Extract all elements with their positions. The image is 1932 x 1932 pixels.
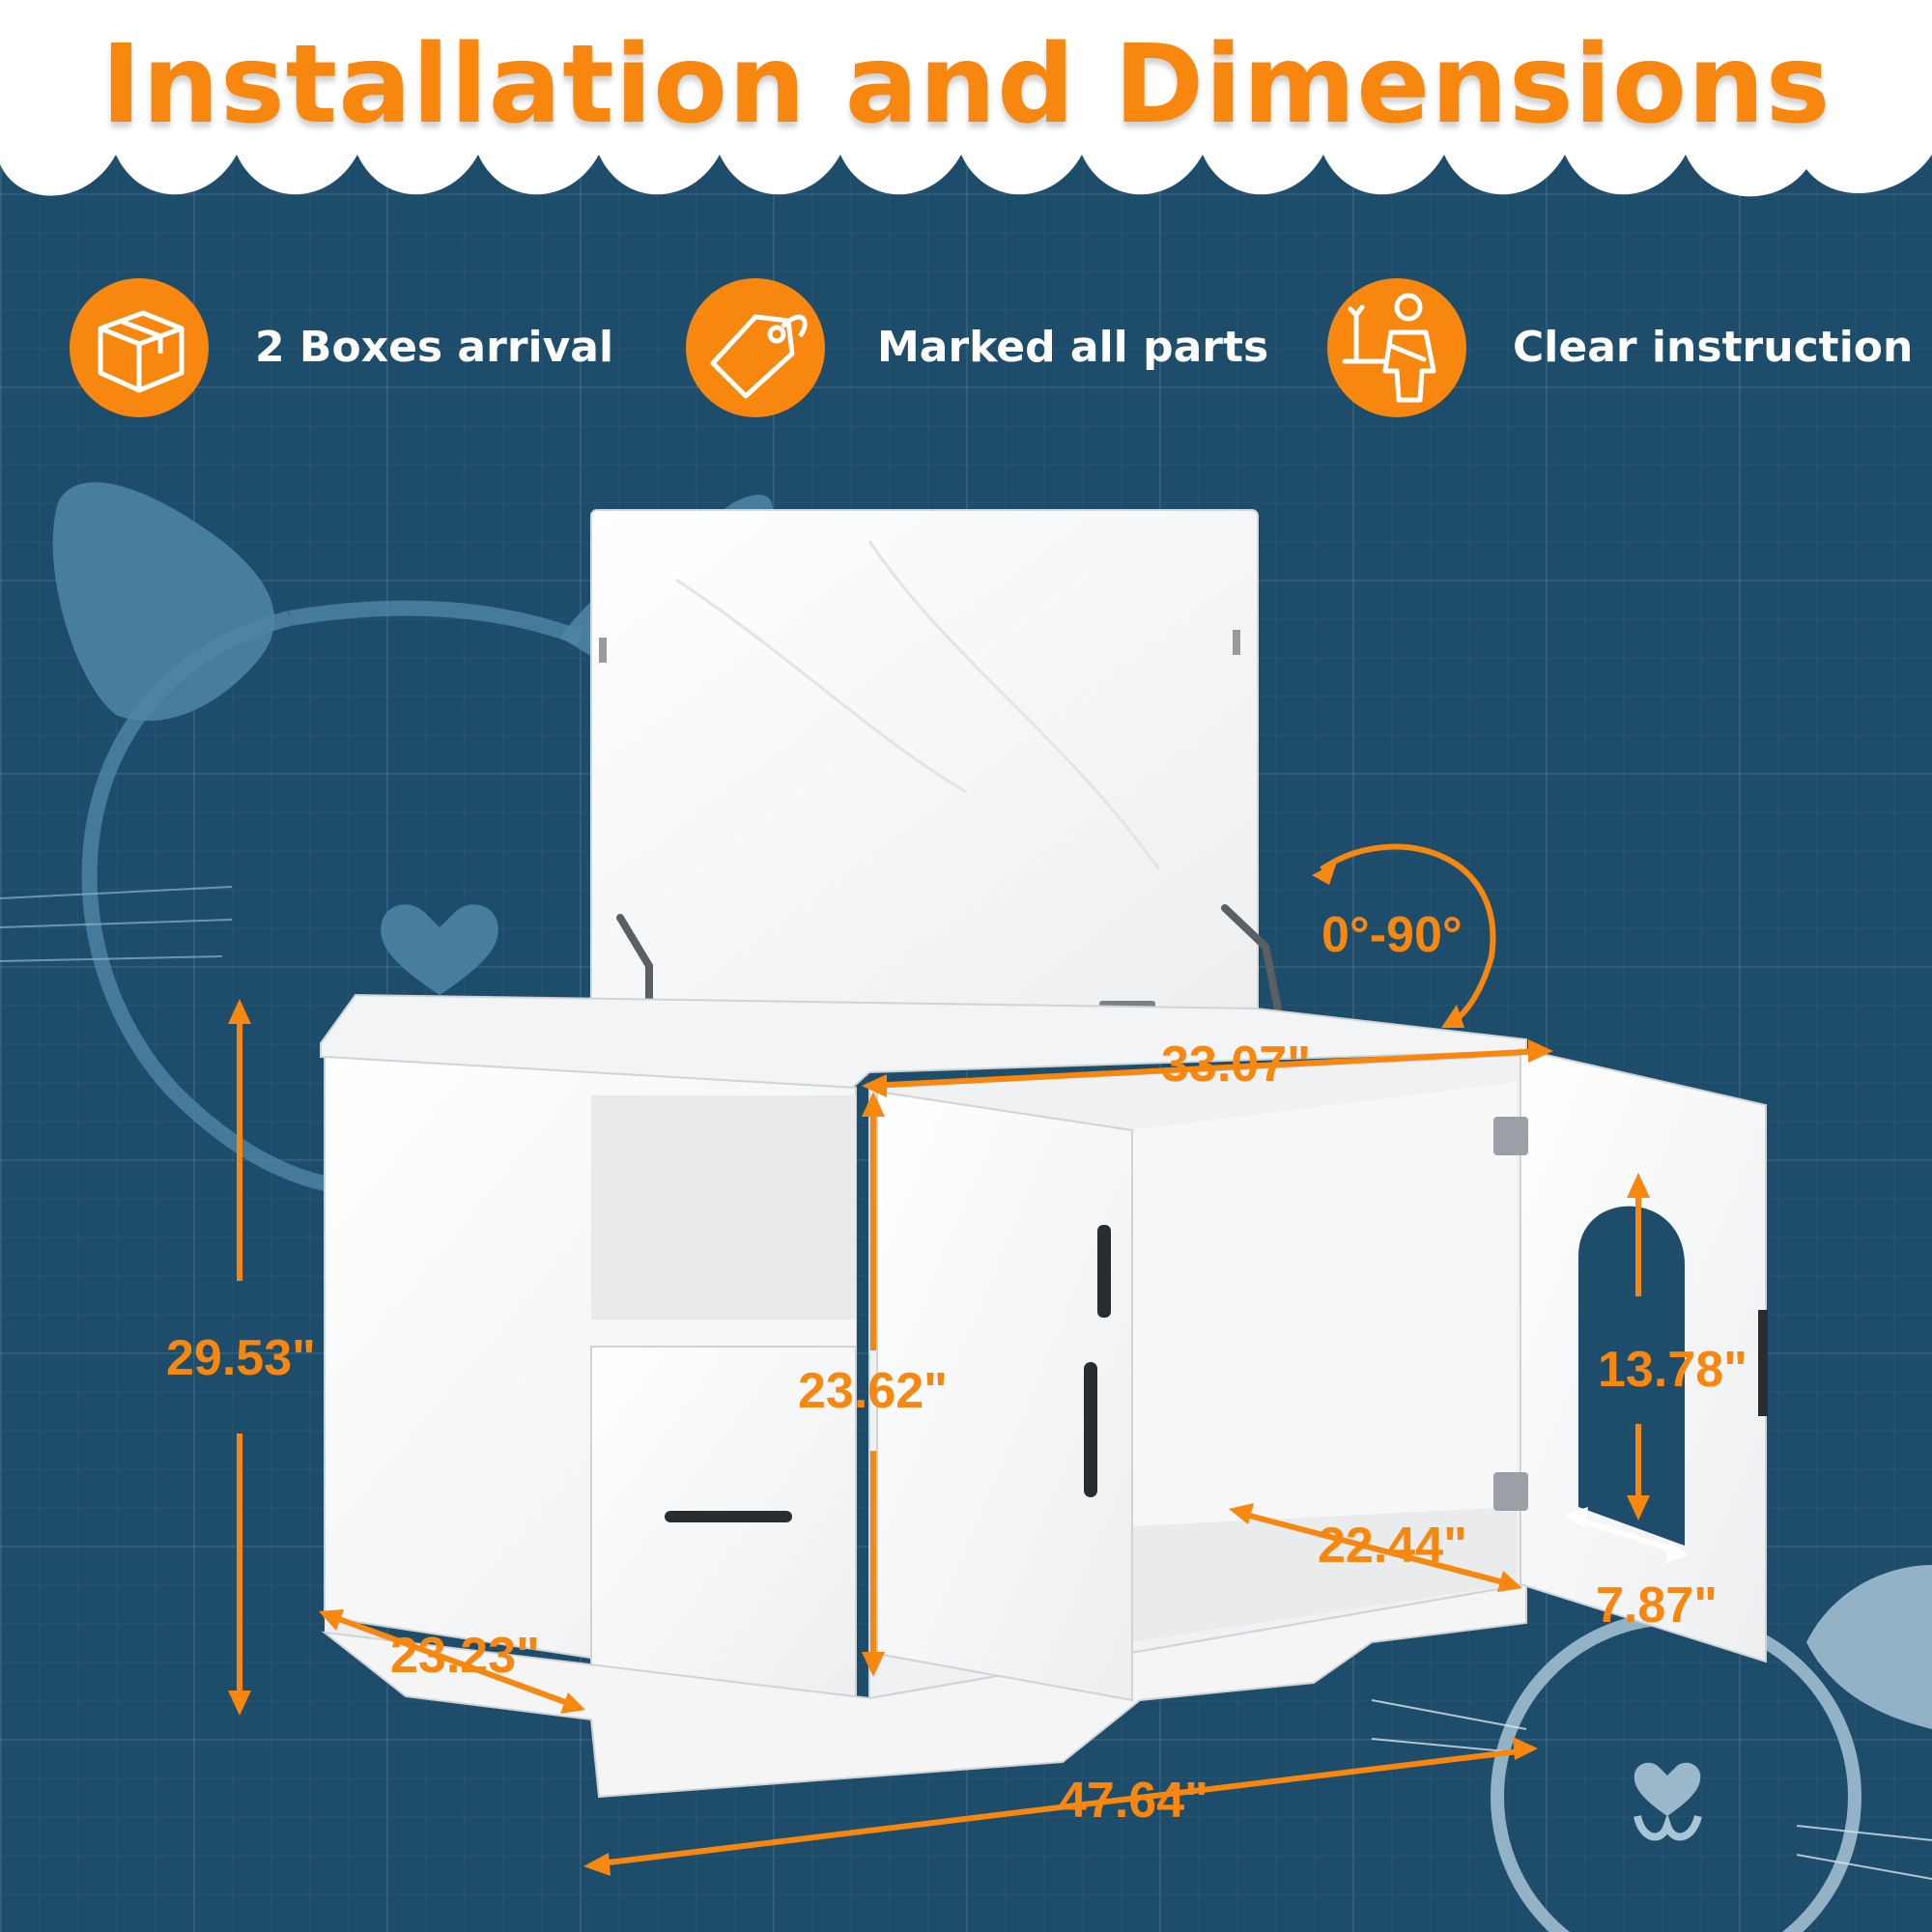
heart-icon <box>381 904 498 995</box>
door-opening-height-label: 13.78" <box>1598 1342 1747 1398</box>
inner-depth-label: 22.44" <box>1318 1518 1467 1574</box>
tag-icon <box>710 314 808 399</box>
dimension-arrowheads <box>228 862 1650 1876</box>
depth-label: 23.23" <box>390 1628 540 1684</box>
lid-width-label: 33.07" <box>1161 1037 1311 1093</box>
page-title: Installation and Dimensions <box>100 22 1832 148</box>
cabinet-base <box>321 1582 1527 1799</box>
header-scallop-band <box>0 0 1932 197</box>
door-opening-width-label: 7.87" <box>1596 1577 1718 1634</box>
assembly-worker-icon <box>1342 293 1436 403</box>
feature-label: 2 Boxes arrival <box>255 323 614 372</box>
inner-height-label: 23.62" <box>798 1363 948 1419</box>
cat-ear-left-icon <box>52 482 275 722</box>
right-door <box>1493 1047 1768 1663</box>
heart-small-icon <box>1634 1762 1701 1816</box>
feature-label: Marked all parts <box>877 323 1269 372</box>
package-box-icon <box>98 310 185 393</box>
opening-width-arrow <box>1565 1507 1689 1563</box>
feature-label: Clear instruction <box>1513 323 1914 372</box>
feature-badge <box>1327 278 1466 417</box>
cat-mouth-icon <box>1634 1813 1702 1841</box>
lid-angle-label: 0°-90° <box>1321 907 1463 963</box>
whiskers-left-icon <box>0 886 233 962</box>
top-lid <box>590 509 1259 1013</box>
left-door <box>876 1090 1133 1702</box>
total-height-label: 29.53" <box>166 1330 316 1386</box>
total-width-label: 47.64" <box>1059 1773 1208 1829</box>
cat-ear-right-lower-icon <box>1806 1565 1932 1729</box>
left-storage-module <box>324 1055 857 1719</box>
feature-badge <box>686 278 825 417</box>
dimension-arrows <box>237 843 1641 1867</box>
feature-badge <box>70 278 209 417</box>
